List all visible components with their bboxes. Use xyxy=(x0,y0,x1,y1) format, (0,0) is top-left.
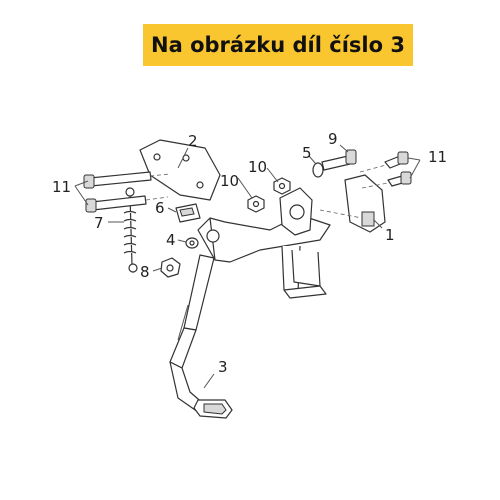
left-bracket xyxy=(139,139,221,201)
pivot-washer xyxy=(312,162,324,178)
callout-9: 9 xyxy=(328,130,338,148)
callout-11-left: 11 xyxy=(52,178,71,196)
right-bracket xyxy=(319,174,386,233)
banner: Na obrázku díl číslo 3 xyxy=(143,24,413,66)
spring xyxy=(123,187,138,273)
callout-10-right: 10 xyxy=(248,158,267,176)
nut-center xyxy=(247,195,265,213)
banner-text: Na obrázku díl číslo 3 xyxy=(151,33,405,57)
nut-left xyxy=(160,257,181,278)
washer xyxy=(185,237,199,249)
leader-lines xyxy=(74,144,421,389)
callout-7: 7 xyxy=(94,214,104,232)
main-stand xyxy=(197,187,331,299)
callout-1: 1 xyxy=(385,226,395,244)
kick-lever xyxy=(169,254,233,419)
callout-5: 5 xyxy=(302,144,312,162)
pivot-bolt xyxy=(321,149,357,171)
callout-6: 6 xyxy=(155,199,165,217)
callout-labels: 2 11 7 6 4 8 10 10 5 9 11 1 3 xyxy=(52,130,447,376)
callout-8: 8 xyxy=(140,263,150,281)
callout-4: 4 xyxy=(166,231,176,249)
left-bolts xyxy=(83,171,171,213)
callout-11-right: 11 xyxy=(428,148,447,166)
clip xyxy=(175,203,201,223)
callout-2: 2 xyxy=(188,132,198,150)
right-bolts xyxy=(359,151,412,189)
callout-10-center: 10 xyxy=(220,172,239,190)
callout-3: 3 xyxy=(218,358,228,376)
